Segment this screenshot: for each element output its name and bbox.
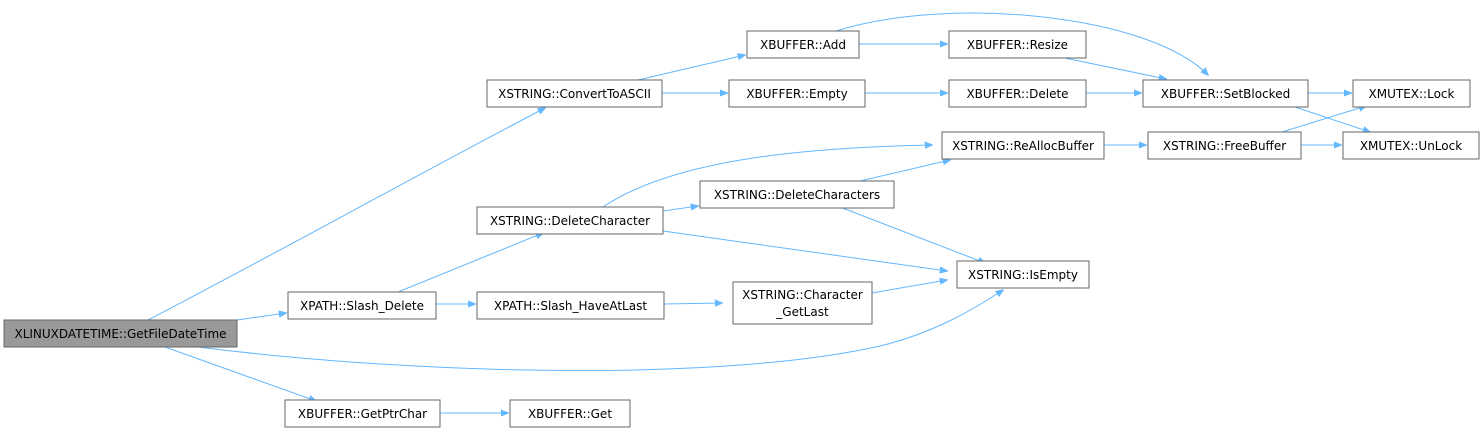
nodes: XLINUXDATETIME::GetFileDateTime XSTRING:… xyxy=(3,30,1480,428)
node-delchars[interactable]: XSTRING::DeleteCharacters xyxy=(699,180,895,209)
node-label: XBUFFER::Get xyxy=(528,407,612,421)
node-label: XBUFFER::Resize xyxy=(967,38,1068,52)
node-bufdelete[interactable]: XBUFFER::Delete xyxy=(948,79,1087,108)
edge-setblocked-unlock xyxy=(1291,105,1370,132)
node-label-line-2: _GetLast xyxy=(775,305,829,319)
node-freebuffer[interactable]: XSTRING::FreeBuffer xyxy=(1147,131,1302,160)
node-lock[interactable]: XMUTEX::Lock xyxy=(1352,79,1471,108)
node-label: XSTRING::DeleteCharacter xyxy=(490,214,650,228)
node-root[interactable]: XLINUXDATETIME::GetFileDateTime xyxy=(3,319,238,348)
edge-root-getptr xyxy=(164,346,316,401)
node-get[interactable]: XBUFFER::Get xyxy=(509,399,631,428)
node-resize[interactable]: XBUFFER::Resize xyxy=(948,30,1087,59)
node-label: XMUTEX::Lock xyxy=(1369,87,1455,101)
node-label: XSTRING::DeleteCharacters xyxy=(714,188,880,202)
node-unlock[interactable]: XMUTEX::UnLock xyxy=(1342,131,1480,160)
node-label: XSTRING::ConvertToASCII xyxy=(498,87,651,101)
node-label: XSTRING::ReAllocBuffer xyxy=(952,139,1094,153)
node-getptr[interactable]: XBUFFER::GetPtrChar xyxy=(284,399,441,428)
node-convert[interactable]: XSTRING::ConvertToASCII xyxy=(486,79,663,108)
node-realloc[interactable]: XSTRING::ReAllocBuffer xyxy=(941,131,1105,160)
node-label: XBUFFER::Empty xyxy=(746,87,847,101)
edge-freebuffer-lock xyxy=(1281,106,1366,133)
edge-haveatlast-getlast xyxy=(663,303,722,304)
edge-delchar-isempty xyxy=(662,230,947,271)
node-label: XBUFFER::Delete xyxy=(966,87,1068,101)
node-label: XSTRING::IsEmpty xyxy=(968,268,1078,282)
node-slashdel[interactable]: XPATH::Slash_Delete xyxy=(287,291,437,320)
edge-getlast-isempty xyxy=(871,280,947,294)
node-label: XSTRING::Character xyxy=(742,288,863,302)
node-add[interactable]: XBUFFER::Add xyxy=(746,30,860,59)
edge-delchar-delchars xyxy=(662,206,698,212)
edge-delchars-isempty xyxy=(839,206,985,263)
edge-resize-setblocked xyxy=(1059,56,1166,79)
edge-slashdel-delchar xyxy=(397,233,543,293)
edge-delchar-realloc xyxy=(602,145,932,208)
edge-convert-add xyxy=(637,55,745,81)
edge-root-isempty xyxy=(197,290,1003,372)
node-isempty[interactable]: XSTRING::IsEmpty xyxy=(956,260,1090,289)
edge-delchars-realloc xyxy=(859,160,950,182)
node-empty[interactable]: XBUFFER::Empty xyxy=(728,79,866,108)
node-label: XBUFFER::GetPtrChar xyxy=(298,407,427,421)
node-label: XPATH::Slash_Delete xyxy=(300,299,424,313)
node-label: XSTRING::FreeBuffer xyxy=(1163,139,1286,153)
node-setblocked[interactable]: XBUFFER::SetBlocked xyxy=(1142,79,1309,108)
edge-root-slashdel xyxy=(236,313,286,321)
node-label: XPATH::Slash_HaveAtLast xyxy=(494,299,647,313)
edges xyxy=(147,12,1370,413)
node-label: XBUFFER::SetBlocked xyxy=(1161,87,1290,101)
edge-add-setblocked xyxy=(835,12,1208,75)
node-haveatlast[interactable]: XPATH::Slash_HaveAtLast xyxy=(476,291,665,320)
node-getlast[interactable]: XSTRING::Character _GetLast xyxy=(732,281,873,325)
node-delchar[interactable]: XSTRING::DeleteCharacter xyxy=(476,206,664,235)
node-label: XMUTEX::UnLock xyxy=(1360,139,1462,153)
edge-root-convert xyxy=(147,108,545,321)
node-label: XLINUXDATETIME::GetFileDateTime xyxy=(14,327,226,341)
node-label: XBUFFER::Add xyxy=(760,38,846,52)
